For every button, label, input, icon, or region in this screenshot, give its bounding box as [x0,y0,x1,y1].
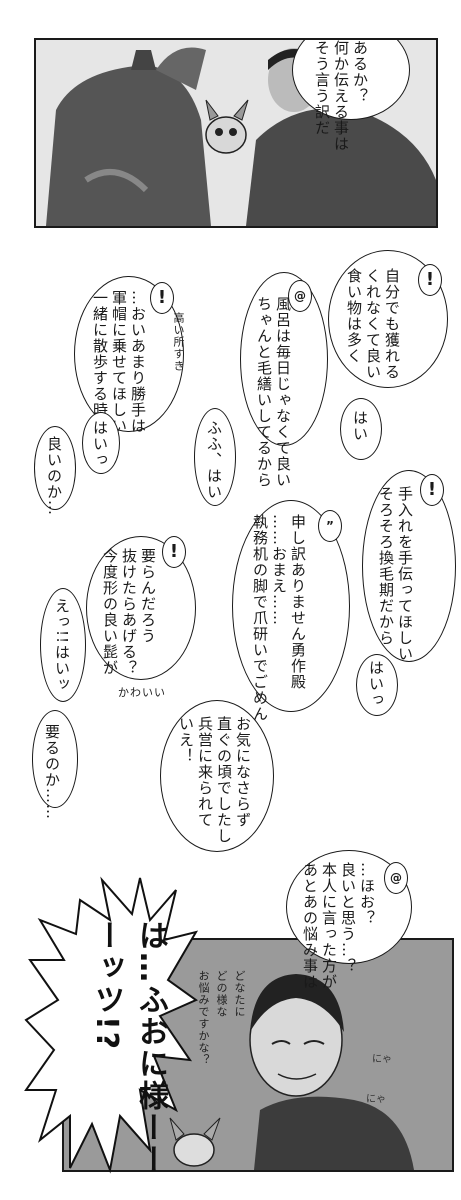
reply-bubble [82,412,120,474]
handwritten-note: かわいい [118,686,166,699]
speech-bubble [362,470,456,662]
speech-text: あるか？ 何か伝える事は そう言う訳だ [312,40,369,152]
sound-effect: にゃ [366,1094,386,1105]
speech-text: 手入れを手伝ってほしい そろそろ換毛期だから [376,486,414,662]
speech-line: 良いと思う…？ [339,862,357,974]
speech-line: 自分でも獲れる [383,268,401,380]
reply-text: えっ!!はいッ [53,598,71,693]
speech-line: 要らんだろう [139,548,157,644]
speech-text: …ほお？ 良いと思う…？ 本人に言った方が あとあの悩み事は [300,862,376,990]
speech-line: 申し訳ありません勇作殿 [289,514,307,690]
reply-bubble [356,654,398,716]
bottom-panel-art [169,974,414,1170]
reply-text: 良いのか… [45,436,63,516]
speech-line: 一緒に散歩する時 [91,290,109,418]
speech-line: そろそろ換毛期だから [377,486,395,646]
speech-line: 食い物は多く [345,268,363,364]
speech-line: 風呂は毎日じゃなくて良い [274,296,292,488]
speech-line: いえ！ [177,716,195,764]
speech-line: そう言う訳だ [313,40,331,136]
speech-line: ……おまえ…… [270,514,288,626]
reply-bubble [40,588,86,702]
reply-text: ふふ、はい [205,420,223,500]
handwritten-note: どなたに どの様な お悩みですかな？ [194,970,248,1066]
speech-text: 要らんだろう 抜けたらあげる？ 今度形の良い髭が [100,548,157,676]
speech-line: 執務机の脚で爪研いでごめん [251,514,269,722]
exclamation-icon: ! [420,474,444,506]
speech-line: 軍帽に乗せてほしい [110,290,128,434]
speech-line: お気になさらず [234,716,252,828]
speech-text: お気になさらず 直ぐの頃でしたし 兵営に来られて いえ！ [176,716,252,844]
speech-bubble [328,250,448,388]
speech-line: あるか？ [351,40,369,104]
reply-bubble [194,408,236,506]
exclamation-icon: ! [162,536,186,568]
sound-effect: にゃ [372,1054,392,1065]
reply-text: 要るのか…… [43,724,61,820]
speech-text: 自分でも獲れる くれなくて良い 食い物は多く [344,268,401,380]
speech-text: 申し訳ありません勇作殿 ……おまえ…… 執務机の脚で爪研いでごめん [250,514,307,722]
shout-text: は…ふおに様ーーーッツ!? [89,920,168,1176]
handwritten-note: 高い所すき [172,312,185,372]
speech-line: 直ぐの頃でしたし [215,716,233,844]
note-line: どの様な [215,970,228,1018]
speech-line: くれなくて良い [364,268,382,380]
exclamation-icon: ! [150,282,174,314]
speech-line: 手入れを手伝ってほしい [396,486,414,662]
speech-line: 兵営に来られて [196,716,214,828]
speech-line: …ほお？ [358,862,376,926]
note-line: どなたに [233,970,246,1018]
speech-line: あとあの悩み事は [301,862,319,990]
speech-text: …おいあまり勝手は 軍帽に乗せてほしい 一緒に散歩する時 [90,290,147,434]
speech-line: 本人に言った方が [320,862,338,990]
note-line: お悩みですかな？ [197,970,210,1066]
speech-line: ちゃんと毛繕いしてるから [255,296,273,488]
swirl-icon: @ [384,862,408,894]
speech-line: …おいあまり勝手は [129,290,147,434]
speech-line: 抜けたらあげる？ [120,548,138,676]
reply-text: はいっ [91,420,109,468]
speech-bubble [240,272,328,446]
reply-bubble [32,710,78,808]
speech-bubble [160,700,274,852]
reply-bubble [340,398,382,460]
reply-bubble [34,426,76,510]
speech-text: 風呂は毎日じゃなくて良い ちゃんと毛繕いしてるから [254,296,292,488]
speech-line: 何か伝える事は [332,40,350,152]
reply-text: はいっ [367,660,385,708]
speech-line: 今度形の良い髭が [101,548,119,676]
top-panel: あるか？ 何か伝える事は そう言う訳だ [34,38,438,228]
reply-text: はい [351,410,369,442]
exclamation-icon: ! [418,264,442,296]
swirl-icon: @ [288,280,312,312]
sweat-icon: ” [318,510,342,542]
